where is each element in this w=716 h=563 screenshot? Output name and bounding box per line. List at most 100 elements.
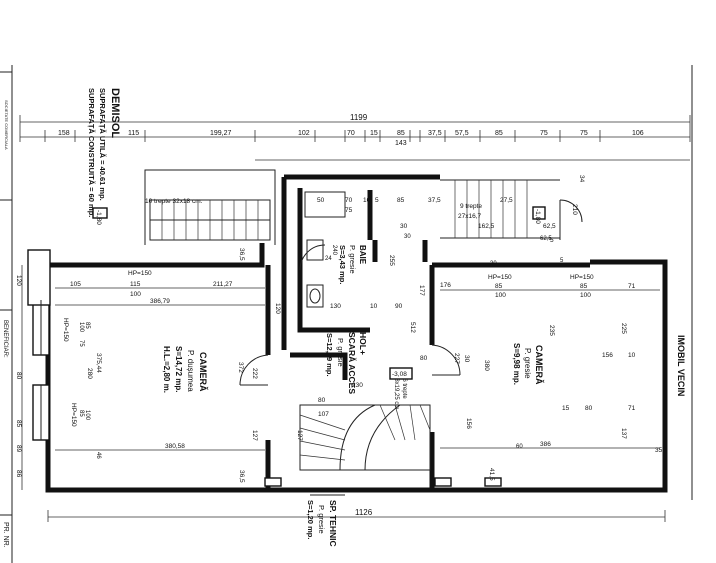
title-block: SOCIETATE COMERCIALA BENEFICIAR: PR. NR. — [0, 65, 13, 563]
dim-text: 386 — [540, 441, 551, 448]
dim-text: 75 — [580, 130, 588, 137]
room-floor: P. gresie — [336, 338, 345, 367]
dim-text: 230 — [352, 382, 363, 389]
room-area: S=3,43 mp. — [338, 245, 347, 284]
dim-text: 158 — [58, 130, 70, 137]
room-hol: HOL+ SCARĂ ACCES P. gresie S=12,49 mp. — [325, 332, 368, 394]
dim-text: HP=150 — [128, 270, 152, 277]
right-stair-size: 27x16,7 — [458, 213, 482, 220]
room-name: SP. TEHNIC — [328, 500, 338, 547]
dim-text: 34 — [578, 175, 585, 183]
dim-text: 143 — [395, 140, 407, 147]
dim-text: 50 — [317, 197, 325, 204]
dim-text: 380,58 — [165, 443, 185, 450]
dim-text: 36,5 — [238, 248, 245, 261]
dim-text: 156 — [465, 418, 472, 429]
dim-text: 235 — [548, 325, 555, 336]
inner-stair-count: 16 trepte — [401, 375, 407, 399]
dim-text: 100 — [580, 292, 591, 299]
dim-text: 46 — [95, 452, 101, 459]
company-label: SOCIETATE COMERCIALA — [4, 100, 9, 150]
dim-text: 127 — [251, 430, 258, 441]
dim-text: 15 — [370, 130, 378, 137]
dim-text: 107 — [318, 411, 329, 418]
dim-text: 89 — [15, 445, 22, 453]
neighbor-label: IMOBIL VECIN — [676, 335, 686, 396]
dim-text: 512 — [409, 322, 416, 333]
room-name: CAMERĂ — [534, 345, 544, 385]
dim-text: 80 — [420, 355, 428, 362]
dim-text: 255 — [388, 255, 395, 266]
pr-nr-label: PR. NR. — [2, 522, 9, 548]
dim-text: 10 — [363, 197, 371, 204]
dim-text: 75 — [345, 207, 353, 214]
dim-text: 102 — [298, 130, 310, 137]
dim-text: 85 — [495, 130, 503, 137]
dim-text: 100 — [84, 410, 90, 421]
dim-text: 41,5 — [488, 468, 495, 481]
dim-text: 24 — [325, 256, 332, 262]
dim-text: 86 — [15, 470, 22, 478]
dim-text: 222 — [251, 368, 258, 379]
area-built: SUPRAFAȚĂ CONSTRUITĂ = 60 mp. — [87, 88, 96, 217]
dim-text: 137 — [620, 428, 627, 439]
left-facade-windows — [27, 249, 51, 441]
dim-text: 30 — [463, 355, 470, 363]
inner-stair-size: 18x19,25 cm — [393, 375, 399, 409]
room-name: CAMERĂ — [198, 352, 208, 392]
dim-text: 227 — [453, 353, 460, 364]
dim-text: 57,5 — [455, 130, 469, 137]
dim-text: 85 — [15, 420, 22, 428]
dim-text: 71 — [628, 283, 636, 290]
dim-text: HP=150 — [70, 403, 77, 427]
dim-text: 37,5 — [428, 197, 441, 204]
dim-text: 80 — [585, 405, 593, 412]
dim-text: 30 — [400, 223, 408, 230]
room-area: S=1,20 mp. — [306, 500, 315, 539]
right-level: -1,80 — [534, 209, 541, 224]
right-stair-count: 9 trepte — [460, 203, 482, 210]
dim-text: 386,79 — [150, 298, 170, 305]
dim-text: 372 — [237, 362, 244, 373]
room-area: S=9,98 mp. — [512, 343, 521, 385]
dim-text: 105 — [70, 281, 81, 288]
room-name-2: SCARĂ ACCES — [347, 332, 357, 394]
dim-text: 90 — [395, 303, 403, 310]
room-floor: P. gresie — [348, 245, 357, 274]
dim-text: 85 — [495, 283, 503, 290]
dim-text: 10 — [628, 352, 636, 359]
secondary-dimensions: 50 75 70 10 5 85 37,5 27,5 30 162,5 62,5… — [15, 175, 663, 490]
dim-text: 75 — [78, 340, 84, 347]
bottom-windows — [264, 477, 502, 487]
central-stair: 16 trepte 18x19,25 cm -3,08 — [299, 367, 431, 471]
dim-text: 36,5 — [238, 470, 245, 483]
dim-text: 211,27 — [213, 281, 233, 288]
left-stair-label: 10 trepte 32x18 cm. — [145, 198, 203, 205]
dim-text: 127 — [296, 430, 303, 441]
dim-top-total: 1199 — [350, 113, 368, 122]
room-floor: P. gresie — [317, 505, 326, 534]
room-floor: P. dușumea — [186, 350, 195, 392]
dim-text: 70 — [345, 197, 353, 204]
room-name: BAIE — [358, 245, 367, 265]
dim-text: 100 — [78, 322, 84, 333]
dim-text: 37,5 — [428, 130, 442, 137]
dim-text: 5 — [550, 237, 554, 244]
dim-text: 115 — [128, 130, 139, 137]
dim-text: 130 — [330, 303, 341, 310]
room-baie: BAIE P. gresie S=3,43 mp. — [338, 245, 367, 284]
bottom-dimensions: 1126 — [47, 508, 666, 522]
dim-text: 10 — [370, 303, 378, 310]
room-area: S=12,49 mp. — [325, 333, 334, 377]
dim-text: 85 — [78, 410, 84, 417]
room-sp-tehnic: SP. TEHNIC P. gresie S=1,20 mp. — [306, 494, 345, 547]
dim-text: 71 — [628, 405, 636, 412]
dim-text: 375,44 — [95, 353, 102, 373]
dim-text: 106 — [632, 130, 644, 137]
dim-text: 199,27 — [210, 130, 232, 137]
dim-text: 162,5 — [478, 223, 495, 230]
dim-bottom-total: 1126 — [355, 508, 373, 517]
walls — [45, 169, 668, 493]
dim-text: 380 — [483, 360, 490, 371]
dim-text: 120 — [15, 275, 22, 286]
